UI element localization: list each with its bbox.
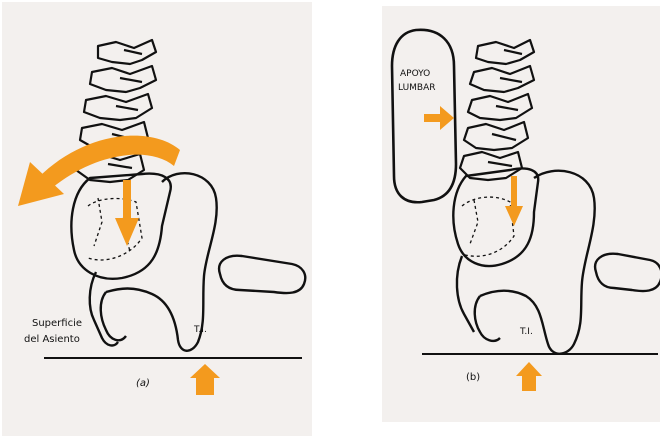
down-arrow-a	[115, 180, 139, 246]
panel-a: Superficie del Asiento T.I. (a)	[2, 2, 312, 436]
femur-a	[219, 256, 305, 293]
lumbar-spine-b	[460, 40, 534, 180]
panel-a-illustration	[2, 2, 312, 436]
femur-b	[595, 254, 660, 291]
up-arrow-b	[516, 362, 542, 391]
lumbar-support-label-line1: APOYO	[400, 68, 430, 80]
ischial-tuberosity-label-a: T.I.	[194, 324, 207, 336]
seat-surface-label-line1: Superficie	[32, 318, 82, 330]
seat-surface-label-line2: del Asiento	[24, 334, 80, 346]
support-arrow	[424, 106, 454, 130]
caption-b: (b)	[466, 372, 480, 384]
panel-b: APOYO LUMBAR T.I. (b)	[382, 6, 660, 422]
lumbar-support-label-line2: LUMBAR	[398, 82, 436, 94]
rotation-arrow	[18, 136, 180, 206]
ischial-tuberosity-label-b: T.I.	[520, 326, 533, 338]
caption-a: (a)	[136, 378, 150, 390]
dotted-outline-b	[462, 197, 514, 256]
up-arrow-a	[190, 364, 220, 395]
